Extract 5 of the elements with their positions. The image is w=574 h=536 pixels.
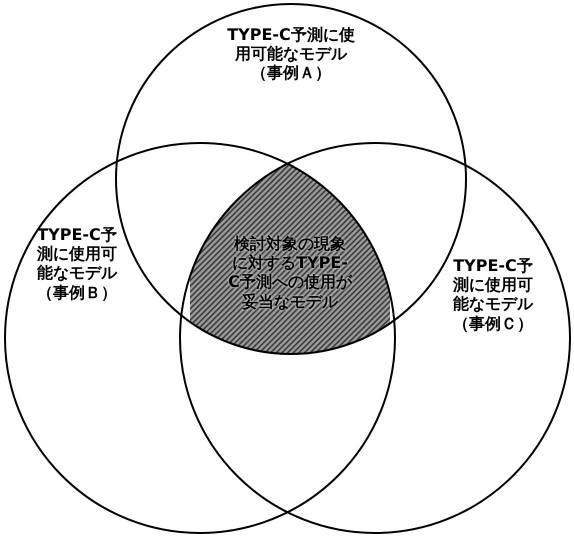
circle-label: TYPE-C予測に使用可能なモデル（事例Ｂ） xyxy=(36,225,118,302)
circle-label: TYPE-C予測に使用可能なモデル（事例Ａ） xyxy=(226,25,356,83)
venn-circle xyxy=(179,142,571,534)
venn-circle xyxy=(4,142,396,534)
circle-label: TYPE-C予測に使用可能なモデル（事例Ｃ） xyxy=(452,256,534,333)
